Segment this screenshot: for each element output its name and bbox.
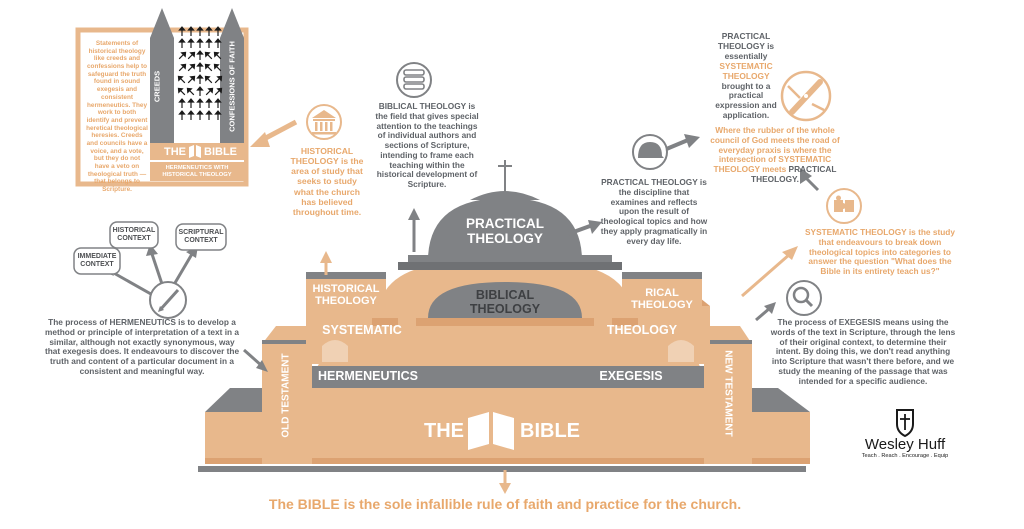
historical-context-label: HISTORICAL CONTEXT [112,227,156,243]
right-wing-roof [745,388,810,412]
confessions-label: CONFESSIONS OF FAITH [227,41,237,132]
grid-arrow [214,87,223,96]
historical-context-bubble [109,221,159,249]
grid-arrow [178,38,186,48]
rubber-part-1: Where the rubber of the whole council of… [710,125,840,175]
magnifier-icon [786,280,822,316]
practical-top-part-2: SYSTEMATIC THEOLOGY [719,60,773,81]
grid-arrow [205,110,213,120]
grid-arrow [205,98,213,108]
exegesis-description: The process of EXEGESIS means using the … [770,317,956,386]
arrow-grid [177,26,223,120]
brand-tagline: Teach . Reach . Encourage . Equip [861,453,949,459]
grid-arrow [196,74,204,84]
historical-block-right [622,278,702,310]
grid-arrow [178,98,186,108]
grid-arrow [196,26,204,36]
grid-arrow [196,110,204,120]
grid-arrow [178,63,187,72]
tower-left-spire [150,8,174,143]
grid-arrow [177,87,186,96]
grid-arrow [187,110,195,120]
grid-arrow [186,87,195,96]
grid-arrow [205,26,213,36]
grid-arrow [196,86,204,96]
grid-arrow [204,75,213,84]
practical-top-description: PRACTICAL THEOLOGY is essentially SYSTEM… [706,31,786,121]
grid-arrow [187,26,195,36]
footer-statement: The BIBLE is the sole infallible rule of… [268,496,742,512]
grid-arrow [213,63,222,72]
grid-arrow [178,26,186,36]
tower-description: Statements of historical theology like c… [86,40,148,194]
brand-name: Wesley Huff [864,436,946,453]
practical-theology-dome-label: PRACTICAL THEOLOGY [466,216,544,246]
immediate-context-label: IMMEDIATE CONTEXT [77,253,117,269]
grid-arrow [214,38,222,48]
grid-arrow [187,38,195,48]
new-testament-label: NEW TESTAMENT [722,350,734,437]
grid-arrow [196,50,204,60]
grid-arrow [196,62,204,72]
hermeneutics-description: The process of HERMENEUTICS is to develo… [44,317,240,376]
new-testament-pillar [704,326,752,464]
grid-arrow [213,51,222,60]
biblical-theology-description: BIBLICAL THEOLOGY is the field that give… [375,101,479,190]
grid-arrow [204,63,213,72]
historical-theology-right-label: RICAL THEOLOGY [631,287,693,312]
grid-arrow [204,51,213,60]
historical-block-left [306,278,386,310]
immediate-context-bubble [73,247,121,275]
grid-arrow [187,51,196,60]
grid-arrow [178,51,187,60]
ground-line [198,466,806,472]
systematic-right-label: THEOLOGY [606,323,678,337]
systematic-left-label: SYSTEMATIC [322,323,402,337]
tower-bible-left: THE [164,146,186,158]
grid-arrow [187,75,196,84]
grid-arrow [205,87,214,96]
books-icon [396,62,432,98]
bible-book-icon [468,412,489,450]
grid-arrow [196,38,204,48]
grid-arrow [214,110,222,120]
old-testament-label: OLD TESTAMENT [280,353,292,438]
grid-arrow [214,26,222,36]
bible-base-right: BIBLE [520,420,580,442]
creeds-label: CREEDS [152,70,162,103]
biblical-theology-label: BIBLICAL THEOLOGY [469,288,541,316]
grid-arrow [196,98,204,108]
scriptural-context-bubble [175,223,227,251]
scriptural-context-label: SCRIPTURAL CONTEXT [178,229,224,245]
left-wing-roof [205,388,262,412]
rubber-part-2: PRACTICAL THEOLOGY. [751,164,837,184]
exegesis-label: EXEGESIS [599,369,663,383]
grid-arrow [178,110,186,120]
grid-arrow [177,75,186,84]
historical-theology-description: HISTORICAL THEOLOGY is the area of study… [290,146,364,217]
practical-top-part-3: brought to a practical expression and ap… [715,80,777,121]
old-testament-pillar [262,326,312,464]
tower-subtitle: HERMENEUTICS WITH HISTORICAL THEOLOGY [162,165,232,178]
rubber-description: Where the rubber of the whole council of… [700,125,850,185]
historical-theology-left-label: HISTORICAL THEOLOGY [312,283,380,308]
practical-dome [428,198,582,258]
practical-top-part-1: PRACTICAL THEOLOGY is essentially [717,31,775,61]
tower-right-spire [220,8,244,143]
tower-bible-right: BIBLE [204,146,237,158]
practical-theology-description: PRACTICAL THEOLOGY is the discipline tha… [600,177,708,246]
bible-base-left: THE [424,420,464,442]
grid-arrow [187,98,195,108]
systematic-description: SYSTEMATIC THEOLOGY is the study that en… [805,227,955,277]
grid-arrow [214,98,222,108]
grid-arrow [205,38,213,48]
hermeneutics-label: HERMENEUTICS [318,369,419,383]
grid-arrow [214,75,223,84]
grid-arrow [187,63,196,72]
